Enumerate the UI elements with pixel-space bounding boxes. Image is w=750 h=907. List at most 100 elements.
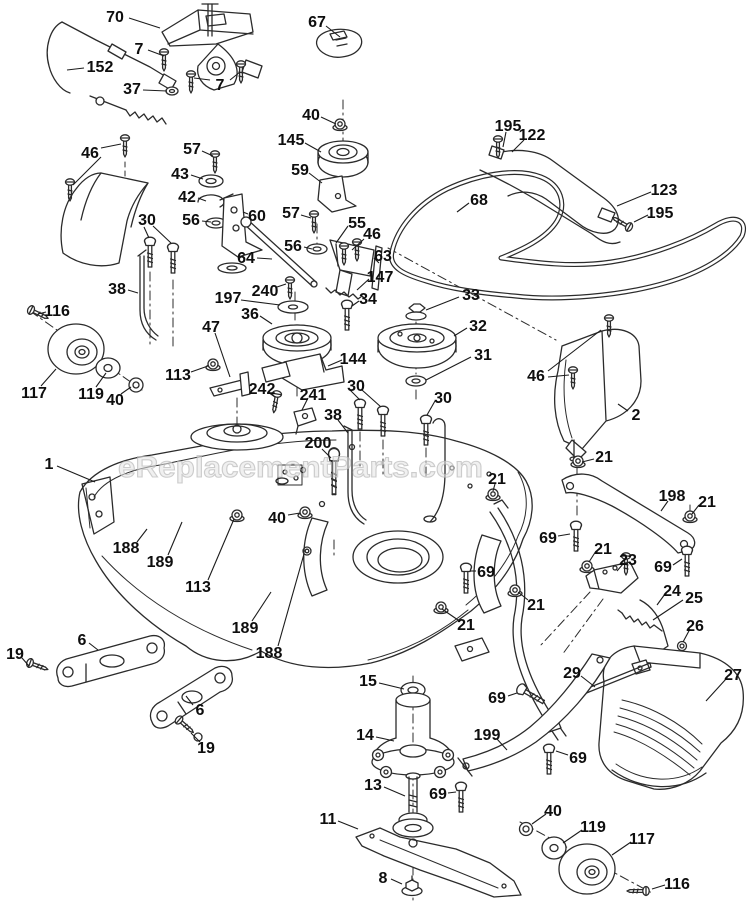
belt-guard-rods xyxy=(479,135,635,245)
wheel-117 xyxy=(558,843,616,895)
part-callout-198: 198 xyxy=(659,488,686,505)
bolt-69 xyxy=(680,545,694,577)
washer-119 xyxy=(541,836,567,860)
part-callout-144: 144 xyxy=(340,351,367,368)
part-callout-8: 8 xyxy=(379,870,388,887)
leader-line-46 xyxy=(547,329,602,372)
part-callout-23: 23 xyxy=(619,552,637,569)
leader-line-21 xyxy=(441,608,459,621)
reinforcement-plate xyxy=(277,464,303,486)
nut-40 xyxy=(128,377,144,393)
part-callout-36: 36 xyxy=(241,306,259,323)
support-arm-198 xyxy=(561,473,698,577)
part-callout-199: 199 xyxy=(474,727,501,744)
part-callout-32: 32 xyxy=(469,318,487,335)
leader-line-21 xyxy=(691,504,700,515)
part-callout-197: 197 xyxy=(215,290,242,307)
part-callout-42: 42 xyxy=(178,189,196,206)
leader-line-6 xyxy=(185,695,194,706)
leader-line-46 xyxy=(351,238,365,251)
part-callout-152: 152 xyxy=(87,59,114,76)
bolt-34 xyxy=(340,299,354,331)
leader-line-26 xyxy=(682,628,691,643)
leader-line-116 xyxy=(37,311,47,315)
part-callout-116: 116 xyxy=(44,303,70,320)
leader-line-57 xyxy=(300,214,312,219)
screw-7 xyxy=(185,70,197,94)
part-callout-19: 19 xyxy=(197,740,215,757)
blade-11 xyxy=(355,827,522,898)
leader-line-23 xyxy=(616,563,624,572)
leader-line-119 xyxy=(562,829,583,844)
washer-43 xyxy=(198,174,224,188)
screw-19 xyxy=(172,713,197,737)
cable-spring xyxy=(125,109,167,125)
part-callout-29: 29 xyxy=(563,665,581,682)
part-callout-46: 46 xyxy=(527,368,545,385)
part-callout-6: 6 xyxy=(196,702,205,719)
watermark-text: eReplacementParts.com xyxy=(118,451,483,484)
part-callout-147: 147 xyxy=(367,269,394,286)
part-callout-123: 123 xyxy=(651,182,678,199)
leader-line-116 xyxy=(651,884,666,890)
leader-line-30 xyxy=(349,389,361,401)
bolt-69 xyxy=(542,743,556,775)
leader-line-30 xyxy=(143,226,150,239)
leader-line-34 xyxy=(351,300,360,307)
part-callout-26: 26 xyxy=(686,618,704,635)
leader-line-30 xyxy=(361,389,382,408)
leader-line-14 xyxy=(375,736,395,742)
screw-46 xyxy=(119,134,131,158)
leader-line-199 xyxy=(496,738,508,751)
nut-21 xyxy=(682,510,698,524)
part-callout-68: 68 xyxy=(470,192,488,209)
part-callout-47: 47 xyxy=(202,319,220,336)
part-callout-145: 145 xyxy=(278,132,305,149)
leader-line-70 xyxy=(128,17,161,29)
leader-line-69 xyxy=(557,533,571,537)
leader-line-21 xyxy=(492,483,496,492)
part-callout-113: 113 xyxy=(165,367,191,384)
flat-idler-36-stack xyxy=(261,276,345,391)
clutch-cable-assembly xyxy=(46,21,179,125)
part-callout-1: 1 xyxy=(45,456,54,473)
part-callout-67: 67 xyxy=(308,14,326,31)
leader-line-32 xyxy=(453,327,468,337)
leader-line-6 xyxy=(88,642,99,651)
part-callout-113: 113 xyxy=(185,579,211,596)
bolt-69 xyxy=(569,520,583,552)
bolt-69 xyxy=(459,562,473,594)
housing-14 xyxy=(395,692,431,708)
part-callout-64: 64 xyxy=(237,250,255,267)
part-callout-21: 21 xyxy=(527,597,545,614)
leader-line-69 xyxy=(447,791,457,794)
spring-147 xyxy=(325,287,368,302)
leader-line-38 xyxy=(337,419,349,434)
part-callout-25: 25 xyxy=(685,590,703,607)
mower-deck-housing xyxy=(77,423,533,669)
engagement-bracket-23 xyxy=(579,552,688,652)
leader-line-64 xyxy=(256,257,273,260)
leader-line-7 xyxy=(229,71,241,81)
leader-line-241 xyxy=(301,397,309,411)
leader-line-8 xyxy=(390,878,403,885)
nut-21 xyxy=(579,560,595,574)
leader-line-1 xyxy=(56,465,96,483)
leader-line-46 xyxy=(100,143,122,149)
part-callout-13: 13 xyxy=(364,777,382,794)
part-callout-21: 21 xyxy=(698,494,716,511)
leader-line-60 xyxy=(242,211,249,215)
spindle-pulley-32-stack xyxy=(377,303,457,387)
part-callout-69: 69 xyxy=(539,530,557,547)
part-callout-6: 6 xyxy=(78,632,87,649)
spindle-opening xyxy=(352,530,444,584)
part-callout-27: 27 xyxy=(724,667,742,684)
leader-line-7 xyxy=(193,77,211,81)
leader-line-59 xyxy=(308,172,323,184)
part-callout-195: 195 xyxy=(495,118,522,135)
leader-line-21 xyxy=(588,550,597,563)
bolt-69 xyxy=(454,781,468,813)
part-callout-200: 200 xyxy=(305,435,332,452)
clamp-123 xyxy=(597,207,616,223)
